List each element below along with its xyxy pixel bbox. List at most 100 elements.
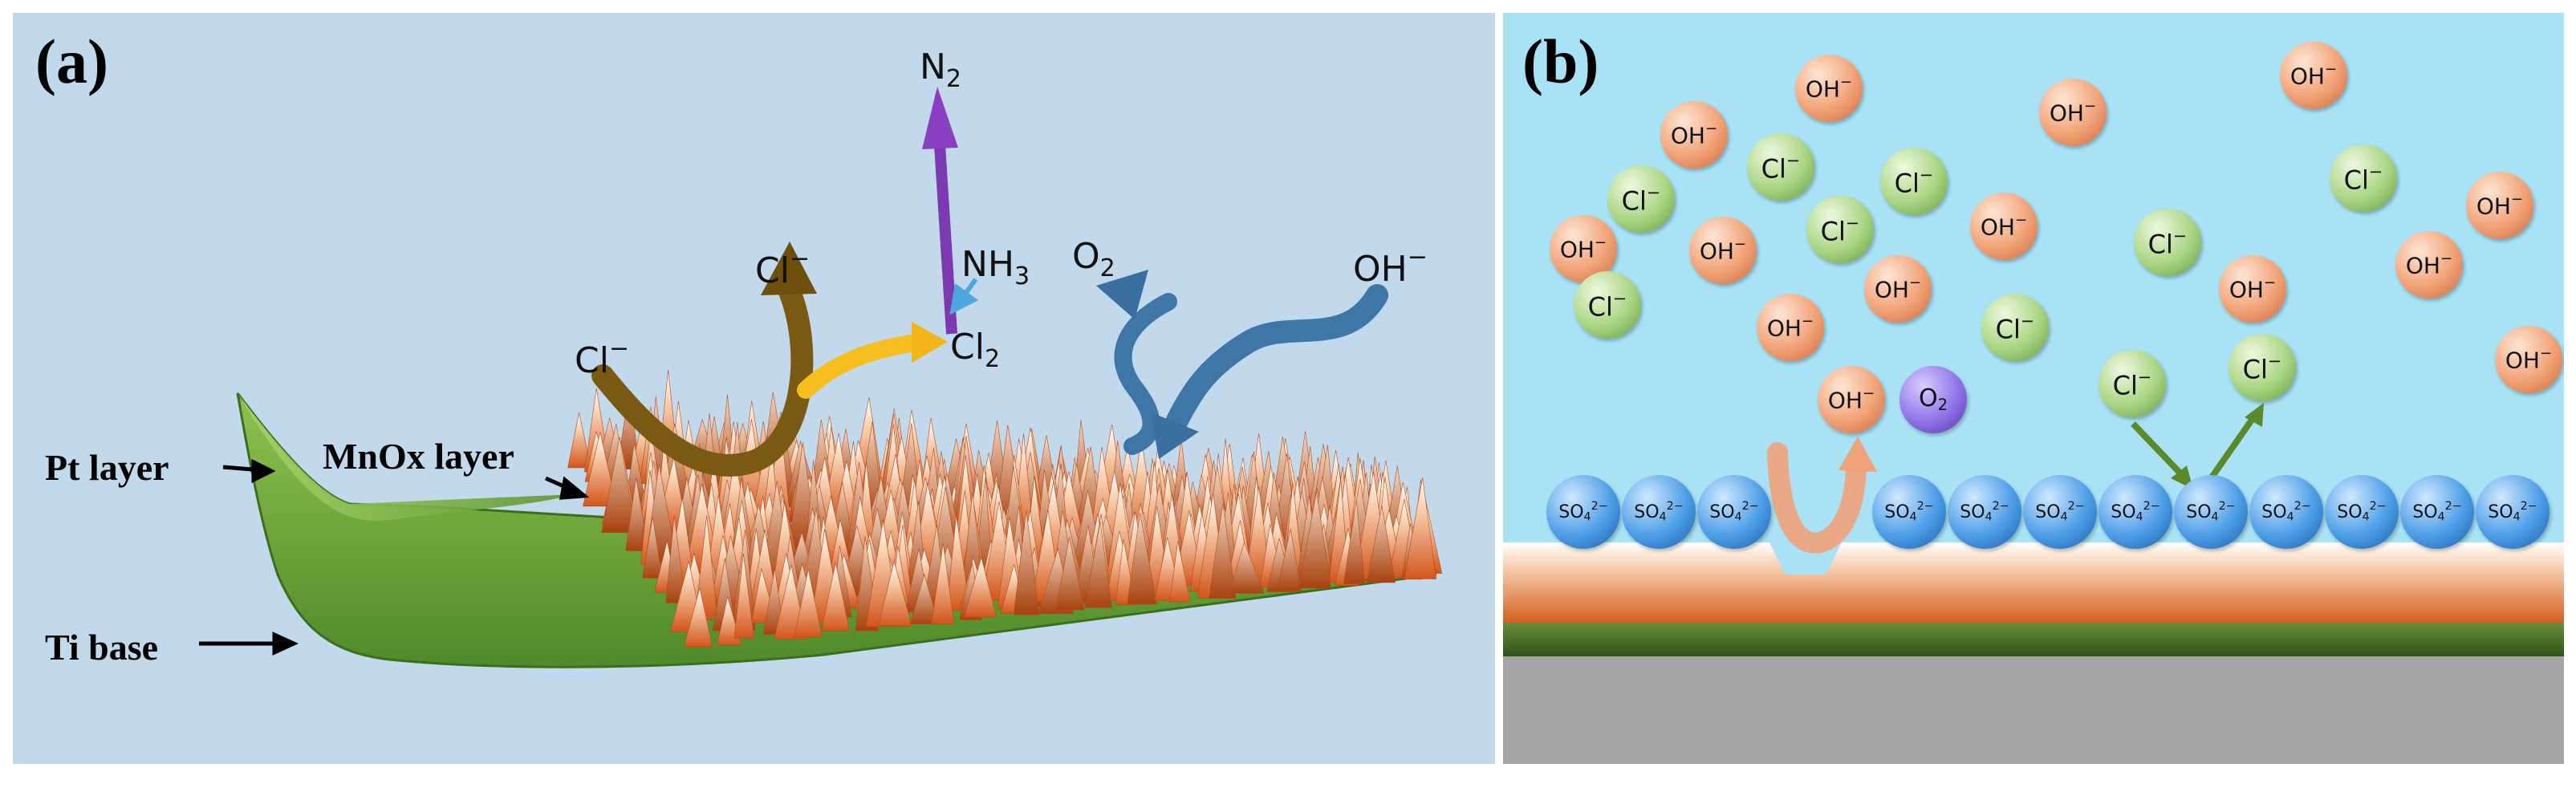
label-pointers (199, 458, 590, 656)
oh-adsorption-arrow (1165, 284, 1388, 433)
nh3-arrow (949, 278, 979, 315)
mnox-spike (821, 563, 850, 632)
o2-molecule: O2 (1899, 366, 1967, 433)
cl-ion: Cl− (1574, 271, 1641, 339)
mnox-spike (1084, 521, 1112, 608)
ti-base-layer (1503, 655, 2564, 764)
oh-ion: OH− (1795, 55, 1863, 122)
cl2-label: Cl2 (950, 327, 1001, 373)
so4-ion: SO42− (1546, 475, 1620, 549)
o2-arrowhead (1096, 270, 1148, 319)
oh-ion: OH− (1660, 101, 1728, 169)
n2-arrowhead (922, 87, 958, 149)
panel-b: (b) OH− Cl− Cl− OH− OH− Cl− OH− Cl− OH− … (1503, 13, 2564, 764)
mnox-spike (1055, 537, 1085, 611)
oh-ion: OH− (2466, 172, 2533, 239)
cl-ion: Cl− (2134, 209, 2201, 276)
so4-ion: SO42− (2249, 475, 2323, 549)
oh-ion: OH− (2219, 255, 2286, 323)
oh-to-o2-arrow (1767, 442, 1867, 554)
oh-ion: OH− (2495, 326, 2562, 393)
so4-ion: SO42− (1872, 475, 1946, 549)
oh-ion: OH− (1550, 215, 1617, 282)
mnox-spike (1169, 541, 1191, 603)
cl-ion: Cl− (1981, 294, 2049, 361)
oh-ion: OH− (2039, 79, 2107, 146)
panel-a-label: (a) (35, 26, 108, 96)
cl-desorb-arrowhead (2245, 403, 2264, 427)
so4-ion: SO42− (2400, 475, 2474, 549)
n2-arrow (934, 144, 957, 335)
nh3-label: NH3 (961, 244, 1030, 290)
mnox-spike (1209, 503, 1237, 599)
mnox-spike (1366, 506, 1396, 583)
cl-arrowhead (761, 242, 817, 295)
oh-ion: OH− (1970, 193, 2038, 260)
oh-to-o2-arrowhead (1839, 437, 1877, 472)
pt-layer-curl (238, 393, 575, 522)
pt-layer-label: Pt layer (45, 447, 169, 488)
oh-ion: OH− (2280, 42, 2347, 109)
mnox-spike (695, 515, 718, 617)
cl-adsorb-arrow (2131, 421, 2186, 479)
oh-arrowhead (1151, 412, 1199, 459)
interface-illustration (1503, 403, 2564, 764)
cl-ion: Cl− (1607, 165, 1675, 233)
cl-product-label: Cl− (755, 245, 811, 291)
so4-ion: SO42− (1697, 475, 1771, 549)
cl-desorb-arrow (2204, 412, 2259, 485)
cl-ion-desorbing: Cl− (2229, 334, 2296, 401)
mnox-spike (909, 573, 939, 624)
mnox-spike (1229, 541, 1265, 594)
cl-oxidation-arrow (591, 274, 814, 477)
so4-ion: SO42− (1948, 475, 2021, 549)
ti-base-label: Ti base (45, 627, 159, 668)
oh-ion: OH− (2395, 231, 2463, 299)
n2-label: N2 (920, 47, 962, 93)
mnox-spike (946, 514, 971, 611)
oh-ion: OH− (1864, 255, 1932, 323)
oh-label: OH− (1353, 243, 1428, 290)
mnox-spike (1127, 513, 1157, 605)
o2-evolution-arrow (1114, 293, 1177, 455)
so4-ion: SO42− (1622, 475, 1696, 549)
mnox-spike (665, 515, 686, 603)
cl-reactant-label: Cl− (575, 335, 630, 381)
cl-ion: Cl− (1747, 133, 1814, 201)
mnox-spike (878, 560, 913, 627)
cl-ion: Cl− (1880, 148, 1948, 215)
so4-ion: SO42− (2023, 475, 2097, 549)
mnox-spike (963, 556, 997, 618)
mnox-layer-label: MnOx layer (323, 436, 514, 477)
pt-layer-band (1503, 621, 2564, 656)
mnox-spike (567, 412, 591, 469)
cl-ion: Cl− (1806, 196, 1874, 263)
so4-ion: SO42− (2325, 475, 2399, 549)
mnox-spike (1298, 491, 1331, 589)
cl-ion: Cl− (2330, 144, 2397, 212)
mnox-spike (601, 437, 636, 533)
mnox-spike (642, 517, 663, 579)
oh-ion-reacting: OH− (1818, 366, 1885, 433)
panel-b-label: (b) (1522, 26, 1599, 96)
o2-label: O2 (1072, 236, 1115, 282)
electrode-illustration (199, 87, 1443, 668)
mnox-spike (733, 553, 755, 639)
panel-a: (a) Pt layer MnOx layer Ti base Cl− Cl− … (13, 13, 1495, 764)
so4-ion: SO42− (2099, 475, 2172, 549)
mnox-spike (1276, 529, 1302, 591)
cl2-formation-arrow (797, 333, 928, 399)
oh-ion: OH− (1689, 217, 1757, 284)
mnox-oxide-layer (1503, 542, 2564, 623)
so4-ion: SO42− (2174, 475, 2248, 549)
mnox-spike-field (567, 370, 1443, 648)
mnox-spike (931, 543, 955, 624)
mnox-spike (683, 587, 713, 648)
so4-ion: SO42− (2476, 475, 2550, 549)
cl2-arrowhead (912, 322, 948, 363)
mnox-spike (1014, 510, 1040, 615)
oh-ion: OH− (1757, 294, 1824, 361)
mnox-spike (1404, 477, 1437, 579)
mnox-spike (1343, 499, 1365, 584)
cl-ion-adsorbing: Cl− (2099, 350, 2166, 417)
